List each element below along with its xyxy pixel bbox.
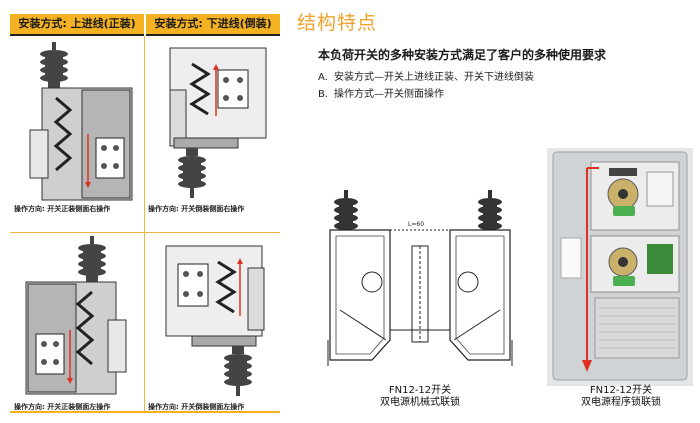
dimension-label: L=60 (408, 221, 424, 228)
caption-4: 操作方向: 开关倒装侧面左操作 (148, 403, 245, 411)
bullet-a: A. 安装方式—开关上进线正装、开关下进线倒装 (318, 68, 534, 83)
caption-desc: 双电源程序锁联锁 (581, 397, 661, 408)
panel-divider-vertical (144, 36, 145, 412)
caption-model: FN12-12开关 (388, 385, 452, 396)
caption-2: 操作方向: 开关倒装侧面右操作 (148, 205, 245, 213)
header-top-entry: 安装方式: 上进线(正装) (10, 14, 144, 36)
header-bottom-entry: 安装方式: 下进线(倒装) (146, 14, 280, 36)
program-lock-panel-photo (547, 148, 693, 386)
installation-panel: 安装方式: 上进线(正装) 安装方式: 下进线(倒装) (10, 14, 280, 413)
section-subtitle: 本负荷开关的多种安装方式满足了客户的多种使用要求 (318, 48, 607, 62)
mechanical-interlock-drawing: L=60 (327, 190, 513, 366)
bullet-b: B. 操作方式—开关侧面操作 (318, 85, 444, 100)
diagram-inverted-right-op: 操作方向: 开关倒装侧面右操作 (148, 38, 280, 213)
bullet-key: A. (318, 72, 328, 83)
bullet-key: B. (318, 89, 329, 100)
switch-drawing (25, 236, 127, 395)
bullet-text: 操作方式—开关侧面操作 (334, 89, 444, 100)
panel-divider-horizontal (10, 232, 280, 233)
diagram-upright-right-op: 操作方向: 开关正装侧面右操作 (12, 38, 144, 213)
switch-drawing (169, 47, 267, 198)
switch-drawing (29, 42, 133, 201)
bullet-text: 安装方式—开关上进线正装、开关下进线倒装 (334, 72, 534, 83)
panel-bottom-rule (10, 411, 280, 413)
section-title: 结构特点 (297, 12, 378, 34)
caption-desc: 双电源机械式联锁 (380, 397, 460, 408)
switch-drawing (165, 245, 265, 396)
diagram-upright-left-op: 操作方向: 开关正装侧面左操作 (12, 236, 144, 411)
diagram-inverted-left-op: 操作方向: 开关倒装侧面左操作 (148, 236, 280, 411)
caption-mechanical-interlock: FN12-12开关 双电源机械式联锁 (350, 385, 490, 409)
caption-model: FN12-12开关 (589, 385, 653, 396)
caption-program-lock: FN12-12开关 双电源程序锁联锁 (548, 385, 694, 409)
caption-1: 操作方向: 开关正装侧面右操作 (14, 205, 111, 213)
caption-3: 操作方向: 开关正装侧面左操作 (14, 403, 111, 411)
